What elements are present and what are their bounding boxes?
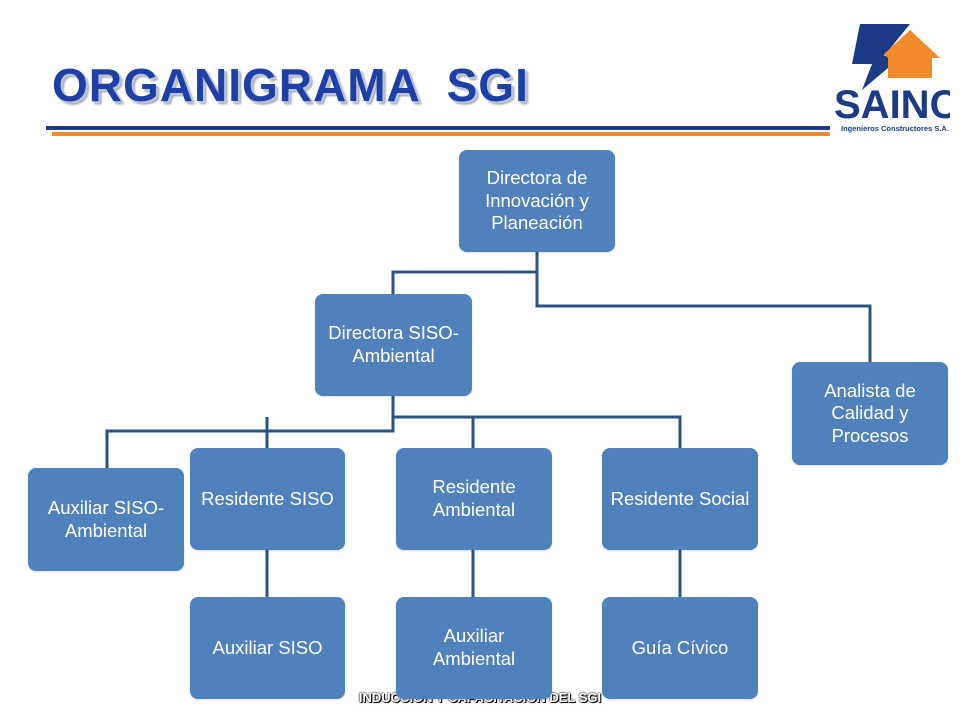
node-directora-innovacion: Directora de Innovación y Planeación bbox=[459, 150, 615, 252]
node-residente-social: Residente Social bbox=[602, 448, 758, 550]
node-auxiliar-siso: Auxiliar SISO bbox=[190, 597, 345, 699]
connector-siso-to-residents bbox=[391, 396, 682, 448]
connector-siso-to-auxiliar bbox=[105, 417, 395, 468]
node-auxiliar-ambiental: Auxiliar Ambiental bbox=[396, 597, 552, 699]
logo-tagline: Ingenieros Constructores S.A. bbox=[841, 124, 949, 133]
logo-wordmark: SAINC bbox=[834, 83, 950, 127]
title-underline-blue bbox=[46, 126, 830, 130]
node-residente-ambiental: Residente Ambiental bbox=[396, 448, 552, 550]
connector-director-to-analyst bbox=[535, 272, 872, 363]
connector-director-to-siso bbox=[391, 252, 539, 296]
node-auxiliar-siso-ambiental: Auxiliar SISO-Ambiental bbox=[28, 468, 184, 571]
node-residente-siso: Residente SISO bbox=[190, 448, 345, 550]
company-logo: SAINC bbox=[832, 18, 950, 136]
node-directora-siso-ambiental: Directora SISO-Ambiental bbox=[315, 294, 472, 396]
page-title: ORGANIGRAMA SGI bbox=[52, 59, 529, 111]
node-guia-civico: Guía Cívico bbox=[602, 597, 758, 699]
title-underline-orange bbox=[52, 132, 830, 136]
node-analista-calidad: Analista de Calidad y Procesos bbox=[792, 362, 948, 465]
